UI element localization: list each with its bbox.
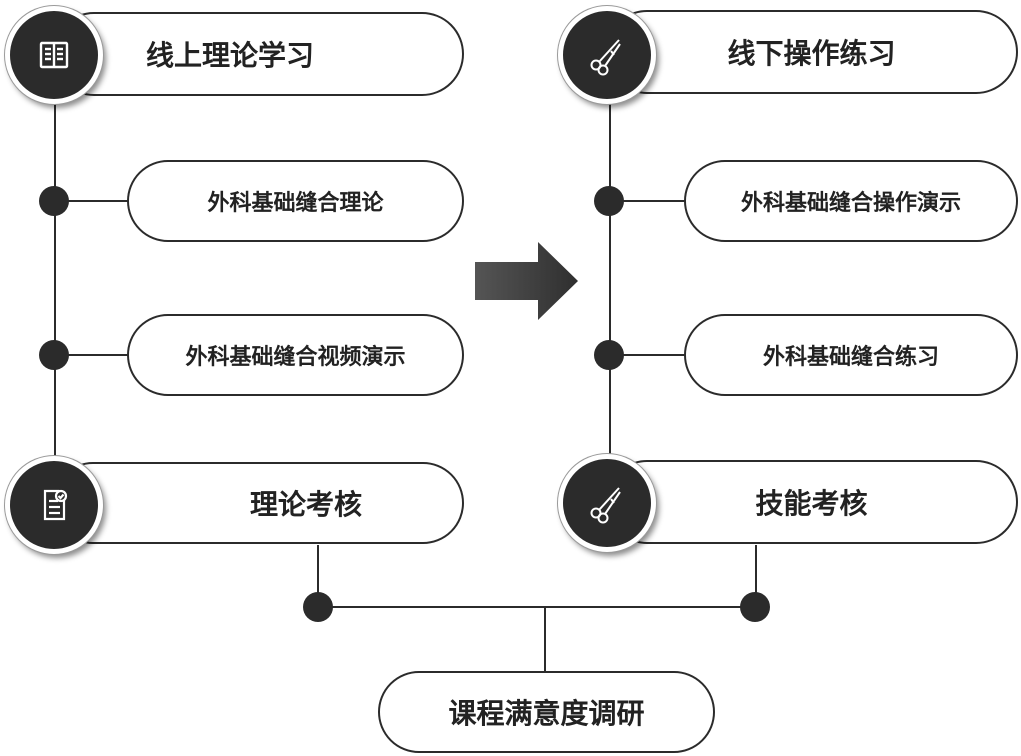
flow-arrow-icon (475, 242, 578, 320)
surgical-scissors-icon (590, 487, 621, 524)
right-step-1-connector (609, 200, 685, 202)
left-step-1-label: 外科基础缝合理论 (207, 191, 384, 216)
left-step-1-connector (54, 200, 128, 202)
offline-practice-header-label: 线下操作练习 (727, 37, 896, 70)
right-step-2-label: 外科基础缝合练习 (762, 345, 939, 370)
merge-right-dot (740, 592, 770, 622)
right-step-2: 外科基础缝合练习 (684, 314, 1018, 396)
skill-assessment-badge (558, 454, 656, 552)
skill-assessment: 技能考核 (605, 460, 1018, 544)
theory-assessment-badge (5, 456, 103, 554)
online-theory-header-label: 线上理论学习 (146, 39, 315, 72)
offline-practice-header: 线下操作练习 (605, 10, 1018, 94)
book-icon (39, 41, 69, 69)
right-step-1: 外科基础缝合操作演示 (684, 160, 1018, 242)
satisfaction-survey: 课程满意度调研 (378, 671, 715, 753)
skill-assessment-label: 技能考核 (755, 487, 868, 520)
online-theory-badge (5, 6, 103, 104)
merge-left-dot (303, 592, 333, 622)
left-step-1: 外科基础缝合理论 (127, 160, 464, 242)
left-step-2-connector (54, 354, 128, 356)
checklist-icon (43, 489, 68, 521)
right-step-2-connector (609, 354, 685, 356)
final-drop (544, 607, 546, 672)
theory-assessment-label: 理论考核 (249, 488, 362, 521)
merge-bar (317, 606, 757, 608)
satisfaction-survey-label: 课程满意度调研 (448, 697, 645, 730)
right-step-1-label: 外科基础缝合操作演示 (740, 191, 961, 216)
right-spine (609, 88, 611, 508)
surgical-scissors-icon (590, 39, 621, 76)
right-merge-drop (755, 545, 757, 607)
online-theory-header: 线上理论学习 (52, 12, 464, 96)
offline-practice-badge (558, 6, 656, 104)
left-spine (54, 90, 56, 510)
left-merge-drop (317, 545, 319, 607)
left-step-2-label: 外科基础缝合视频演示 (185, 345, 406, 370)
theory-assessment: 理论考核 (52, 462, 464, 544)
left-step-2: 外科基础缝合视频演示 (127, 314, 464, 396)
